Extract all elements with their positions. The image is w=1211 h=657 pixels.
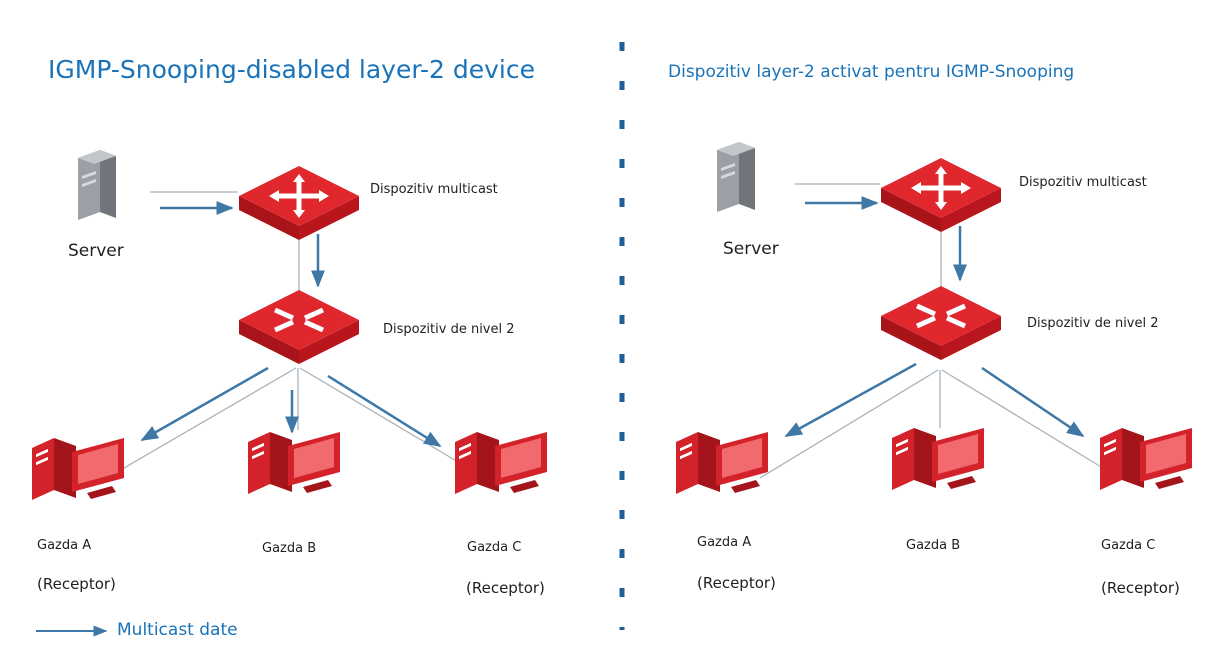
multicast-arrow bbox=[784, 362, 917, 438]
multicast-router-icon bbox=[239, 166, 359, 240]
left-host-c-label: Gazda C bbox=[467, 540, 522, 555]
right-panel bbox=[676, 142, 1192, 494]
link-l2-hosta bbox=[111, 367, 297, 476]
pc-icon bbox=[455, 432, 547, 494]
left-l2-label: Dispozitiv de nivel 2 bbox=[383, 322, 515, 337]
right-multicast-label: Dispozitiv multicast bbox=[1019, 175, 1147, 190]
left-receptor-c-label: (Receptor) bbox=[466, 579, 545, 597]
multicast-arrow bbox=[327, 374, 442, 448]
legend-label: Multicast date bbox=[117, 620, 238, 640]
right-host-c-label: Gazda C bbox=[1101, 538, 1156, 553]
right-receptor-c-label: (Receptor) bbox=[1101, 579, 1180, 597]
left-server-label: Server bbox=[68, 241, 124, 261]
right-l2-label: Dispozitiv de nivel 2 bbox=[1027, 316, 1159, 331]
right-server-label: Server bbox=[723, 239, 779, 259]
pc-icon bbox=[676, 432, 768, 494]
link-l2-hosta bbox=[759, 369, 939, 479]
left-receptor-a-label: (Receptor) bbox=[37, 575, 116, 593]
right-host-a-label: Gazda A bbox=[697, 535, 752, 550]
left-panel-title: IGMP-Snooping-disabled layer-2 device bbox=[48, 55, 535, 84]
layer2-switch-icon bbox=[881, 286, 1001, 360]
multicast-arrow bbox=[140, 366, 269, 442]
left-multicast-label: Dispozitiv multicast bbox=[370, 182, 498, 197]
link-l2-hostc bbox=[299, 367, 476, 473]
left-host-b-label: Gazda B bbox=[262, 541, 317, 556]
link-l2-hostc bbox=[941, 369, 1117, 477]
pc-icon bbox=[892, 428, 984, 490]
multicast-router-icon bbox=[881, 158, 1001, 232]
right-host-b-label: Gazda B bbox=[906, 538, 961, 553]
layer2-switch-icon bbox=[239, 290, 359, 364]
pc-icon bbox=[248, 432, 340, 494]
left-panel bbox=[32, 150, 547, 500]
right-panel-title: Dispozitiv layer-2 activat pentru IGMP-S… bbox=[668, 62, 1075, 82]
pc-icon bbox=[32, 438, 124, 500]
server-icon bbox=[717, 142, 755, 212]
multicast-arrow bbox=[981, 366, 1085, 438]
pc-icon bbox=[1100, 428, 1192, 490]
right-receptor-a-label: (Receptor) bbox=[697, 574, 776, 592]
server-icon bbox=[78, 150, 116, 220]
left-host-a-label: Gazda A bbox=[37, 538, 92, 553]
